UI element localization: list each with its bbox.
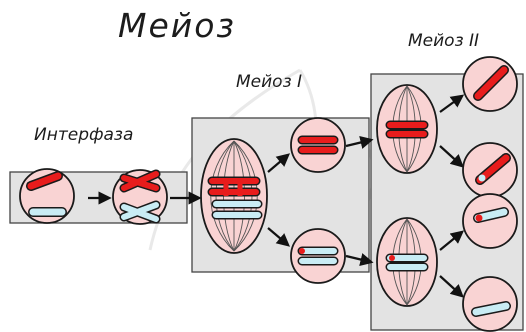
gamete-1 xyxy=(463,57,517,111)
interphase-cell-1 xyxy=(20,169,74,223)
meiosis-1-daughter-bottom xyxy=(291,229,345,283)
meiosis-2-dividing-cell-top xyxy=(377,85,437,173)
meiosis-1-daughter-top xyxy=(291,118,345,172)
meiosis-2-dividing-cell-bottom xyxy=(377,218,437,306)
interphase-cell-2 xyxy=(113,170,167,224)
gamete-2 xyxy=(463,143,517,197)
gamete-4 xyxy=(463,277,517,331)
meiosis-1-dividing-cell xyxy=(201,139,267,253)
gamete-3 xyxy=(463,194,517,248)
